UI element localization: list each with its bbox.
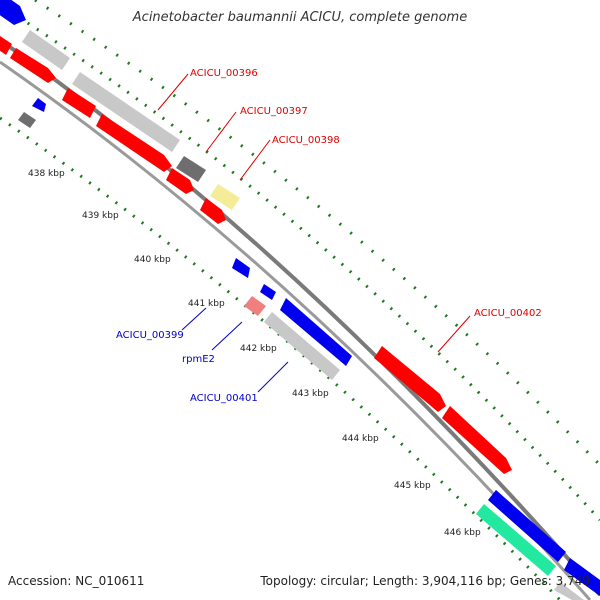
gene-grey-00401[interactable] [264, 312, 340, 380]
gene-blue-small-left[interactable] [32, 98, 46, 112]
gene-red-top-2[interactable] [10, 48, 56, 83]
gene-label-acicu-00401[interactable]: ACICU_00401 [190, 393, 258, 404]
gene-red-00398[interactable] [200, 198, 226, 224]
gene-yellow-00398[interactable] [210, 184, 240, 210]
gene-blue-top[interactable] [0, 0, 26, 25]
tick-label: 444 kbp [342, 434, 379, 444]
gene-label-acicu-00396[interactable]: ACICU_00396 [190, 68, 258, 79]
gene-blue-mid-1[interactable] [232, 258, 250, 278]
gene-blue-bottom[interactable] [488, 490, 566, 562]
gene-red-00402-b[interactable] [442, 406, 512, 474]
tick-label: 443 kbp [292, 389, 329, 399]
tick-label: 446 kbp [444, 528, 481, 538]
gene-pink-rpmE2[interactable] [244, 296, 266, 316]
accession-text: Accession: NC_010611 [8, 574, 145, 588]
tick-label: 441 kbp [188, 299, 225, 309]
gene-grey-corner[interactable] [554, 582, 584, 600]
outer-tick-ring [0, 0, 600, 522]
gene-red-b[interactable] [96, 114, 172, 172]
topology-text: Topology: circular; Length: 3,904,116 bp… [260, 574, 590, 588]
tick-label: 445 kbp [394, 481, 431, 491]
gene-grey-top[interactable] [22, 30, 70, 70]
map-title: Acinetobacter baumannii ACICU, complete … [132, 10, 468, 25]
gene-blue-corner[interactable] [564, 558, 600, 596]
gene-darkgrey-00397[interactable] [176, 156, 206, 182]
gene-blue-00399[interactable] [260, 284, 276, 300]
tick-label: 440 kbp [134, 255, 171, 265]
gene-darkgrey-small-left[interactable] [18, 112, 36, 128]
gene-label-acicu-00399[interactable]: ACICU_00399 [116, 330, 184, 341]
gene-label-rpme2[interactable]: rpmE2 [182, 354, 215, 365]
gene-green-bottom[interactable] [476, 504, 556, 576]
gene-red-00397[interactable] [166, 168, 194, 194]
label-leaders [157, 73, 471, 393]
gene-red-00402-a[interactable] [374, 346, 446, 412]
tick-label: 442 kbp [240, 344, 277, 354]
gene-red-a[interactable] [62, 88, 96, 118]
gene-blue-00401[interactable] [280, 298, 352, 366]
tick-label: 438 kbp [28, 169, 65, 179]
gene-labels: ACICU_00396 ACICU_00397 ACICU_00398 ACIC… [116, 68, 542, 404]
tick-label: 439 kbp [82, 211, 119, 221]
gene-label-acicu-00398[interactable]: ACICU_00398 [272, 135, 340, 146]
gene-label-acicu-00397[interactable]: ACICU_00397 [240, 106, 308, 117]
gene-label-acicu-00402[interactable]: ACICU_00402 [474, 308, 542, 319]
gene-red-top-1[interactable] [0, 36, 12, 55]
gene-grey-00396[interactable] [72, 72, 180, 152]
tick-labels: 438 kbp 439 kbp 440 kbp 441 kbp 442 kbp … [28, 169, 481, 538]
